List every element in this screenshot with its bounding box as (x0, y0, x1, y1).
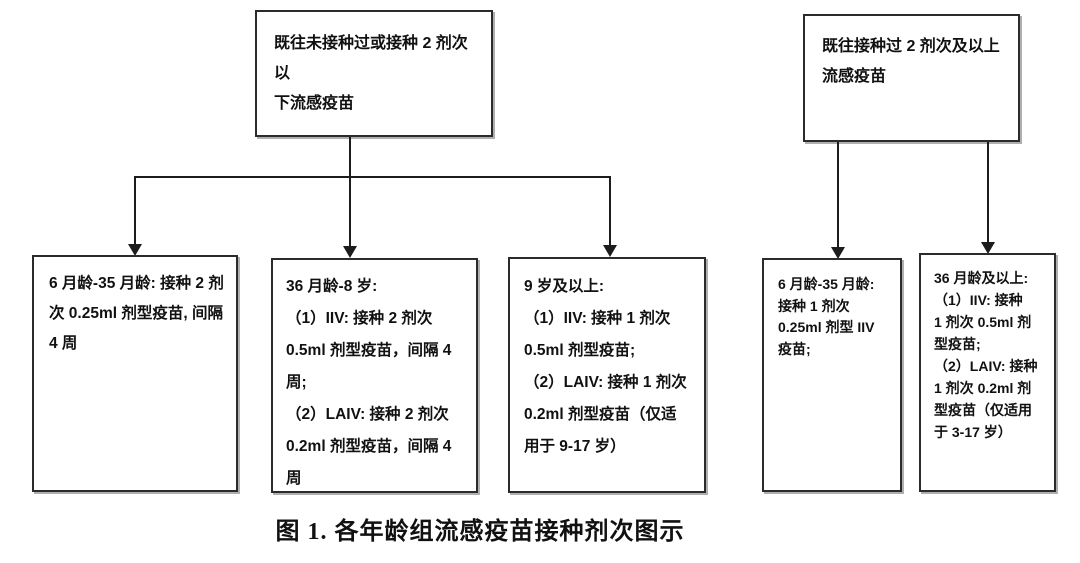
node-history-under-2-doses-text: 既往未接种过或接种 2 剂次以 下流感疫苗 (274, 35, 468, 112)
arrow-down-icon (603, 245, 617, 257)
connector-line-topleft-stem (349, 137, 351, 247)
arrow-down-icon (128, 244, 142, 256)
node-age-6-35-months-1-dose: 6 月龄-35 月龄: 接种 1 剂次 0.25ml 剂型 IIV 疫苗; (762, 258, 902, 492)
arrow-down-icon (981, 242, 995, 254)
node-age-36-months-plus: 36 月龄及以上: （1）IIV: 接种 1 剂次 0.5ml 剂 型疫苗; （… (919, 253, 1056, 492)
node-age-6-35-months-2-doses-text: 6 月龄-35 月龄: 接种 2 剂 次 0.25ml 剂型疫苗, 间隔 4 周 (49, 275, 224, 352)
node-age-36-months-8-years-text: 36 月龄-8 岁: （1）IIV: 接种 2 剂次 0.5ml 剂型疫苗，间隔… (286, 278, 452, 487)
figure-caption: 图 1. 各年龄组流感疫苗接种剂次图示 (275, 519, 685, 545)
connector-line-to-box3 (609, 176, 611, 246)
node-age-9-years-plus-text: 9 岁及以上: （1）IIV: 接种 1 剂次 0.5ml 剂型疫苗; （2）L… (524, 278, 687, 455)
node-age-36-months-8-years: 36 月龄-8 岁: （1）IIV: 接种 2 剂次 0.5ml 剂型疫苗，间隔… (271, 258, 478, 493)
connector-line-to-box4 (837, 142, 839, 247)
arrow-down-icon (831, 247, 845, 259)
connector-line-to-box5 (987, 142, 989, 242)
connector-line-to-box1 (134, 176, 136, 246)
connector-line-horizontal (134, 176, 611, 178)
node-age-36-months-plus-text: 36 月龄及以上: （1）IIV: 接种 1 剂次 0.5ml 剂 型疫苗; （… (934, 270, 1038, 440)
node-age-9-years-plus: 9 岁及以上: （1）IIV: 接种 1 剂次 0.5ml 剂型疫苗; （2）L… (508, 257, 706, 493)
node-age-6-35-months-2-doses: 6 月龄-35 月龄: 接种 2 剂 次 0.25ml 剂型疫苗, 间隔 4 周 (32, 255, 238, 492)
node-age-6-35-months-1-dose-text: 6 月龄-35 月龄: 接种 1 剂次 0.25ml 剂型 IIV 疫苗; (778, 276, 875, 357)
node-history-2-or-more-doses: 既往接种过 2 剂次及以上 流感疫苗 (803, 14, 1020, 142)
node-history-under-2-doses: 既往未接种过或接种 2 剂次以 下流感疫苗 (255, 10, 493, 137)
node-history-2-or-more-doses-text: 既往接种过 2 剂次及以上 流感疫苗 (822, 38, 1000, 85)
arrow-down-icon (343, 246, 357, 258)
